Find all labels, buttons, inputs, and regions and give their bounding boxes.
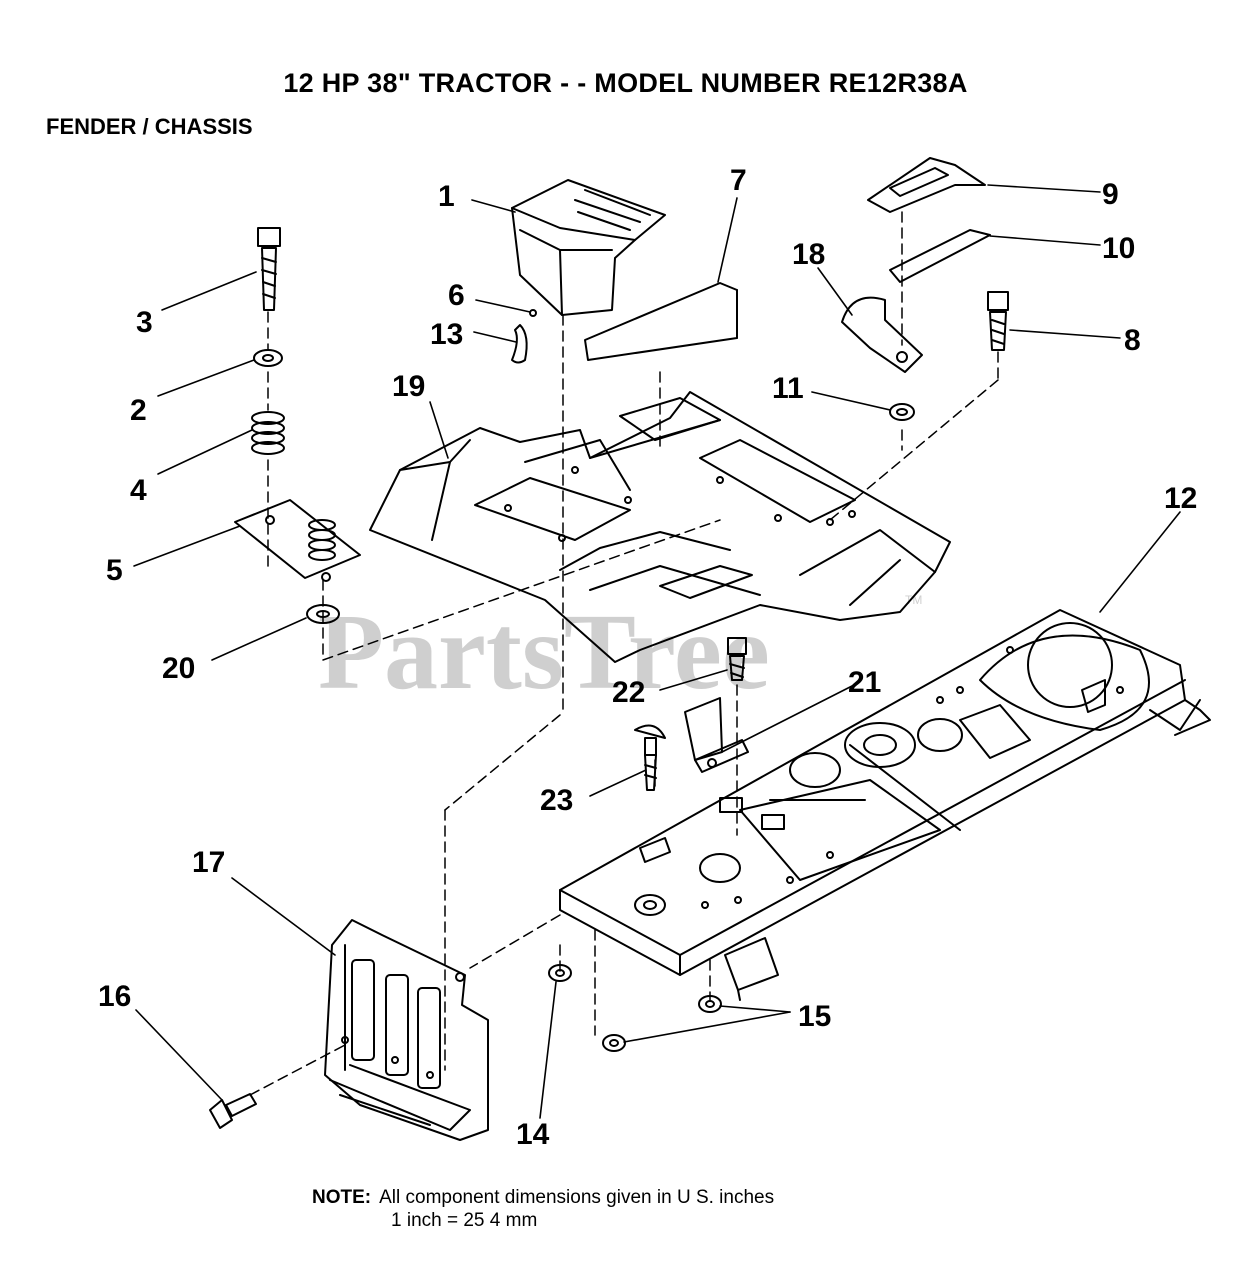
callout-14: 14 bbox=[516, 1118, 550, 1151]
part-rear-panel bbox=[324, 919, 489, 1141]
part-carriage-bolt bbox=[634, 724, 666, 791]
callout-4: 4 bbox=[130, 474, 147, 507]
part-chassis bbox=[559, 609, 1211, 1001]
callout-19: 19 bbox=[392, 370, 425, 403]
note-line-2: 1 inch = 25 4 mm bbox=[391, 1210, 538, 1231]
section-subtitle: FENDER / CHASSIS bbox=[46, 114, 253, 139]
callout-7: 7 bbox=[730, 164, 747, 197]
part-nut-small bbox=[548, 964, 572, 982]
callout-18: 18 bbox=[792, 238, 825, 271]
callout-15: 15 bbox=[798, 1000, 831, 1033]
callout-20: 20 bbox=[162, 652, 195, 685]
callout-17: 17 bbox=[192, 846, 225, 879]
part-spring-plate bbox=[234, 499, 361, 582]
part-tool-tray bbox=[511, 179, 666, 316]
callout-22: 22 bbox=[612, 676, 645, 709]
dimension-note: NOTE: All component dimensions given in U… bbox=[312, 1186, 774, 1232]
part-clip bbox=[511, 324, 528, 364]
part-screw-small bbox=[529, 309, 537, 317]
diagram-title: 12 HP 38" TRACTOR - - MODEL NUMBER RE12R… bbox=[283, 68, 968, 98]
watermark-text: PartsTree bbox=[318, 593, 770, 712]
part-bolt-right bbox=[987, 291, 1009, 351]
callout-labels: 1 2 3 4 5 6 7 8 9 10 11 12 13 14 15 16 1… bbox=[98, 164, 1197, 1151]
part-bolt-left bbox=[257, 227, 281, 311]
part-bracket bbox=[841, 296, 923, 373]
part-shift-cover bbox=[867, 157, 986, 213]
note-line-1: All component dimensions given in U S. i… bbox=[379, 1187, 775, 1208]
part-bolt-center bbox=[727, 637, 747, 681]
watermark-tm: TM bbox=[905, 593, 922, 607]
part-nuts-pair bbox=[602, 995, 722, 1052]
leader-lines bbox=[133, 184, 1181, 1119]
callout-9: 9 bbox=[1102, 178, 1119, 211]
part-bolt-side bbox=[209, 1093, 257, 1129]
callout-21: 21 bbox=[848, 666, 881, 699]
part-fender bbox=[369, 391, 951, 663]
callout-10: 10 bbox=[1102, 232, 1135, 265]
callout-5: 5 bbox=[106, 554, 123, 587]
part-washer-bottom bbox=[306, 604, 340, 624]
callout-12: 12 bbox=[1164, 482, 1197, 515]
callout-16: 16 bbox=[98, 980, 131, 1013]
callout-2: 2 bbox=[130, 394, 147, 427]
part-washer-top bbox=[253, 349, 283, 367]
part-decal bbox=[584, 282, 738, 361]
callout-6: 6 bbox=[448, 279, 465, 312]
callout-1: 1 bbox=[438, 180, 455, 213]
part-plate bbox=[889, 229, 991, 283]
callout-8: 8 bbox=[1124, 324, 1141, 357]
callout-13: 13 bbox=[430, 318, 463, 351]
note-label: NOTE: bbox=[312, 1187, 372, 1208]
part-spring-top bbox=[251, 411, 285, 455]
callout-23: 23 bbox=[540, 784, 573, 817]
part-bushing bbox=[889, 403, 915, 421]
callout-11: 11 bbox=[772, 372, 804, 405]
callout-3: 3 bbox=[136, 306, 153, 339]
